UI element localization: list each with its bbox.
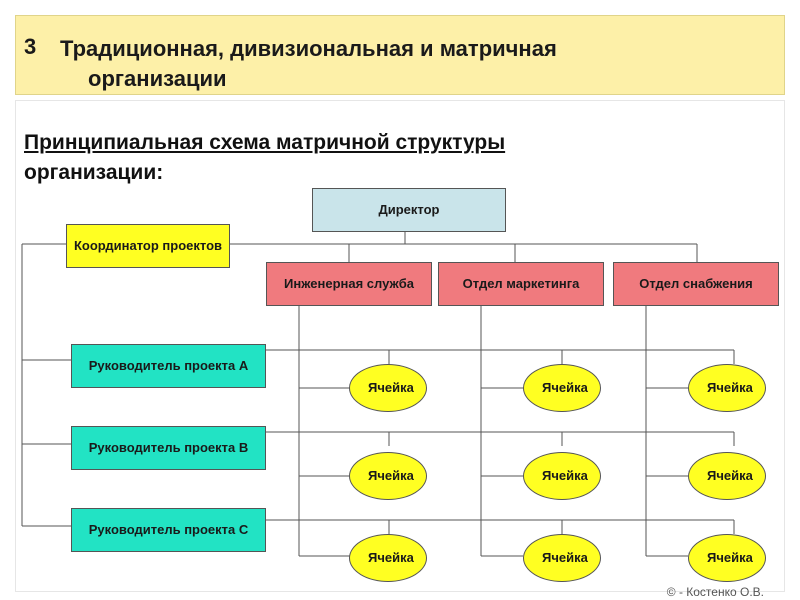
cell-label: Ячейка — [542, 468, 588, 483]
project-lead-c: Руководитель проекта С — [71, 508, 266, 552]
department-engineering: Инженерная служба — [266, 262, 432, 306]
cell: Ячейка — [523, 452, 601, 500]
cell-label: Ячейка — [542, 380, 588, 395]
slide-title-line2: организации — [88, 66, 227, 91]
cell-label: Ячейка — [368, 550, 414, 565]
project-lead-a: Руководитель проекта А — [71, 344, 266, 388]
department-marketing: Отдел маркетинга — [438, 262, 604, 306]
cell-label: Ячейка — [707, 550, 753, 565]
cell-label: Ячейка — [542, 550, 588, 565]
cell-label: Ячейка — [707, 380, 753, 395]
slide-title-box: 3 Традиционная, дивизиональная и матричн… — [15, 15, 785, 95]
cell: Ячейка — [349, 534, 427, 582]
cell: Ячейка — [523, 364, 601, 412]
slide-title-line1: Традиционная, дивизиональная и матричная — [60, 36, 557, 61]
cell-label: Ячейка — [707, 468, 753, 483]
coordinator-box: Координатор проектов — [66, 224, 230, 268]
slide-title: Традиционная, дивизиональная и матричная… — [60, 34, 760, 94]
cell: Ячейка — [688, 534, 766, 582]
diagram-heading-rest: организации: — [24, 161, 164, 184]
copyright-text: © - Костенко О.В. — [666, 585, 764, 599]
cell-label: Ячейка — [368, 380, 414, 395]
cell: Ячейка — [688, 452, 766, 500]
cell: Ячейка — [688, 364, 766, 412]
cell-label: Ячейка — [368, 468, 414, 483]
slide-number: 3 — [24, 34, 37, 59]
content-frame — [15, 100, 785, 592]
cell: Ячейка — [523, 534, 601, 582]
director-box: Директор — [312, 188, 506, 232]
cell: Ячейка — [349, 452, 427, 500]
diagram-heading-underlined: Принципиальная схема матричной структуры — [24, 131, 506, 154]
project-lead-b: Руководитель проекта В — [71, 426, 266, 470]
cell: Ячейка — [349, 364, 427, 412]
diagram-heading: Принципиальная схема матричной структуры… — [24, 128, 724, 188]
department-supply: Отдел снабжения — [613, 262, 779, 306]
